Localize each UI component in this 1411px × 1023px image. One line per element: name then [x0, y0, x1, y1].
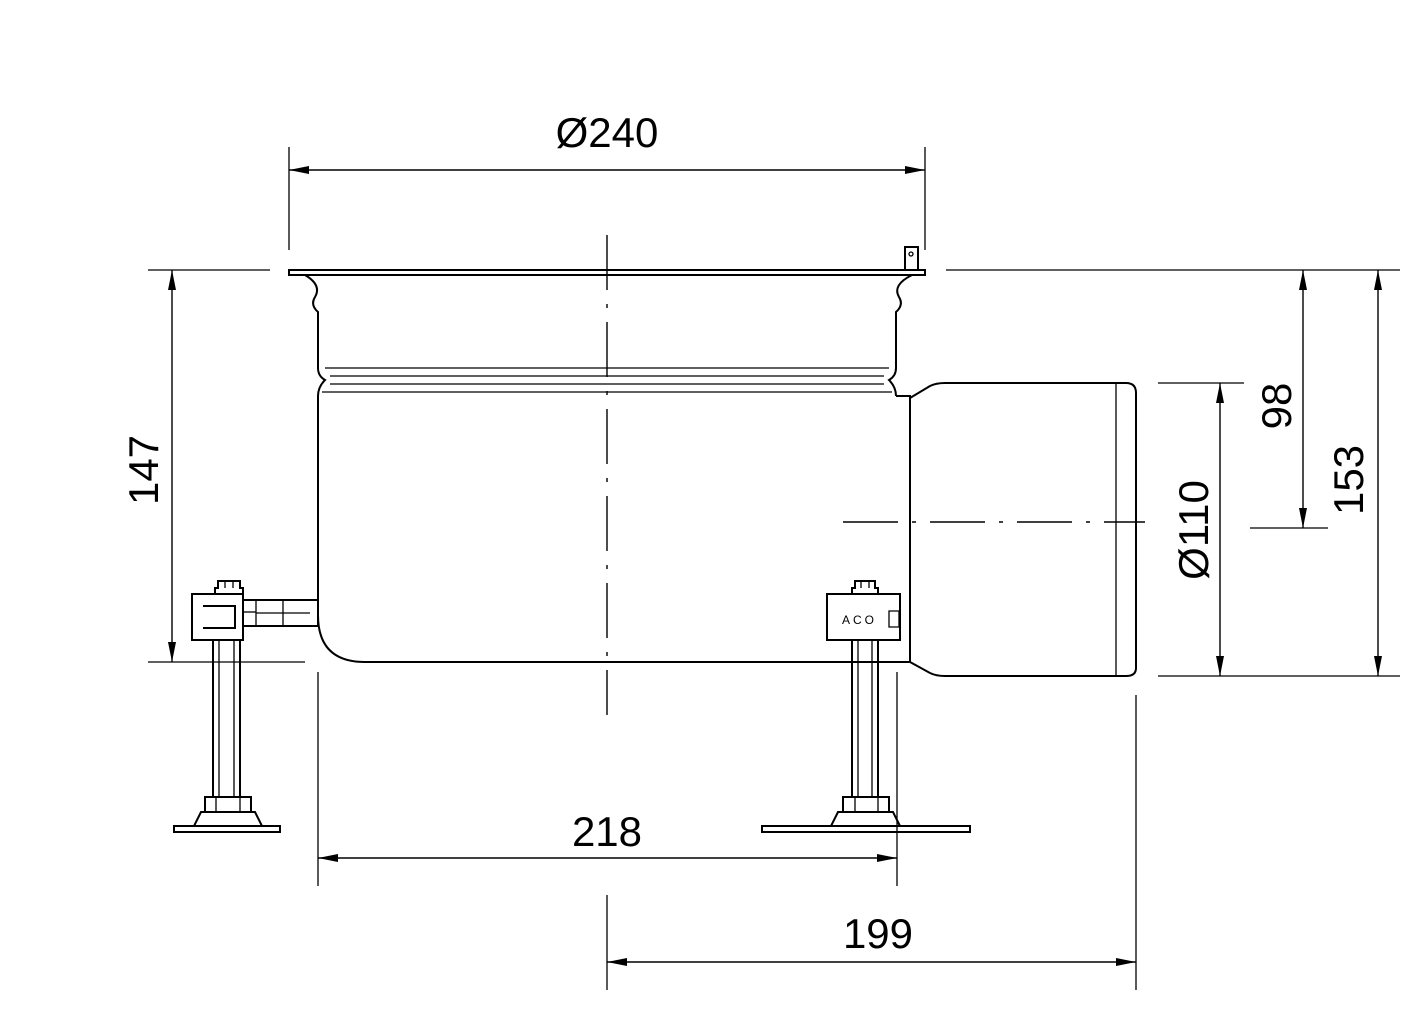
dimension-lines — [168, 166, 1382, 966]
drain-body — [288, 246, 1137, 677]
dim-label-outlet-diameter: Ø110 — [1170, 480, 1217, 580]
dim-label-outlet-offset: 199 — [843, 910, 913, 957]
brand-label: ACO — [842, 613, 877, 627]
dim-label-body-height: 147 — [120, 435, 167, 505]
dim-label-total-height: 153 — [1325, 445, 1372, 515]
extension-lines — [148, 147, 1400, 990]
dimension-labels: Ø240 147 98 153 Ø110 218 199 — [120, 109, 1372, 957]
dim-label-top-diameter: Ø240 — [556, 109, 659, 156]
left-leveling-foot — [173, 580, 319, 833]
center-lines — [606, 235, 1145, 715]
dim-label-outlet-height: 98 — [1253, 383, 1300, 430]
right-leveling-foot: ACO — [761, 580, 971, 833]
dim-label-body-width: 218 — [572, 808, 642, 855]
